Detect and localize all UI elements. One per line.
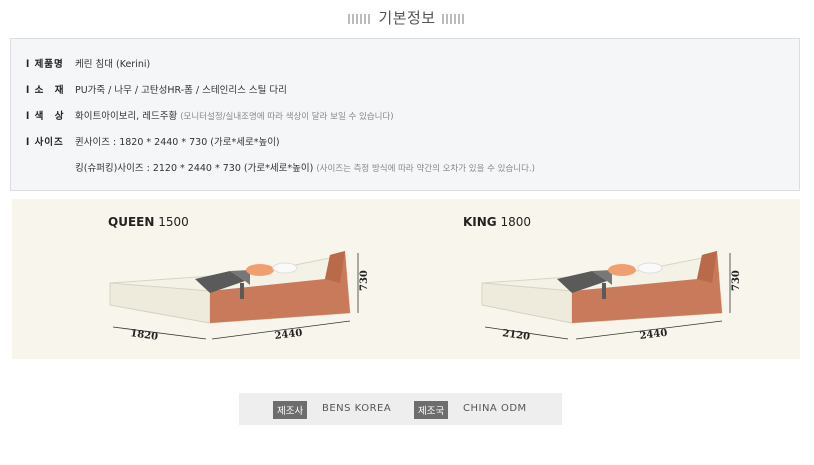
- basic-info-box: l 제품명 케린 침대 (Kerini) l 소 재 PU가죽 / 나무 / 고탄성…: [10, 38, 800, 191]
- title-decoration-left: [348, 13, 373, 24]
- title-text: 기본정보: [378, 9, 436, 27]
- color-value: 화이트아이보리, 레드주황: [75, 111, 178, 122]
- king-title: KING 1800: [463, 215, 531, 229]
- queen-code: 1500: [158, 215, 189, 229]
- size-queen-value: 퀸사이즈 : 1820 * 2440 * 730 (가로*세로*높이): [75, 137, 280, 148]
- king-width-label: 2120: [502, 328, 531, 343]
- queen-bed-illustration: 1820 2440 730: [109, 251, 370, 343]
- info-row-product: l 제품명 케린 침대 (Kerini): [26, 56, 150, 70]
- size-note: (사이즈는 측정 방식에 따라 약간의 오차가 있을 수 있습니다.): [316, 164, 535, 174]
- queen-title: QUEEN 1500: [108, 215, 189, 229]
- queen-length-label: 2440: [274, 328, 303, 342]
- maker-tag: 제조사: [273, 401, 308, 419]
- king-height-label: 730: [731, 270, 742, 291]
- queen-name: QUEEN: [108, 215, 155, 229]
- queen-width-label: 1820: [130, 328, 159, 343]
- bed-diagram-panel: QUEEN 1500 KING 1800 1820 2440 730: [12, 199, 800, 359]
- maker-value: BENS KOREA: [322, 403, 392, 414]
- king-name: KING: [463, 215, 497, 229]
- product-value: 케린 침대 (Kerini): [75, 59, 151, 70]
- size-king-value: 킹(슈퍼킹)사이즈 : 2120 * 2440 * 730 (가로*세로*높이): [75, 163, 314, 174]
- origin-tag: 제조국: [414, 401, 449, 419]
- material-value: PU가죽 / 나무 / 고탄성HR-폼 / 스테인리스 스틸 다리: [75, 85, 287, 96]
- color-label: l 색 상: [26, 111, 65, 122]
- king-bed-illustration: 2120 2440 730: [481, 251, 742, 343]
- material-label: l 소 재: [26, 85, 65, 96]
- info-row-size: l 사이즈 퀸사이즈 : 1820 * 2440 * 730 (가로*세로*높이): [26, 134, 280, 148]
- product-label: l 제품명: [26, 59, 64, 70]
- king-code: 1800: [500, 215, 532, 229]
- size-label: l 사이즈: [26, 137, 64, 148]
- info-row-size-king: 킹(슈퍼킹)사이즈 : 2120 * 2440 * 730 (가로*세로*높이)…: [26, 160, 535, 174]
- section-title: 기본정보: [0, 7, 814, 28]
- info-row-color: l 색 상 화이트아이보리, 레드주황 (모니터설정/실내조명에 따라 색상이 달…: [26, 108, 394, 122]
- title-decoration-right: [441, 13, 466, 24]
- queen-height-label: 730: [359, 270, 370, 291]
- king-length-label: 2440: [639, 328, 668, 342]
- color-note: (모니터설정/실내조명에 따라 색상이 달라 보일 수 있습니다): [180, 112, 394, 122]
- manufacturer-box: 제조사 BENS KOREA 제조국 CHINA ODM: [239, 393, 562, 425]
- info-row-material: l 소 재 PU가죽 / 나무 / 고탄성HR-폼 / 스테인리스 스틸 다리: [26, 82, 287, 96]
- origin-value: CHINA ODM: [463, 403, 527, 414]
